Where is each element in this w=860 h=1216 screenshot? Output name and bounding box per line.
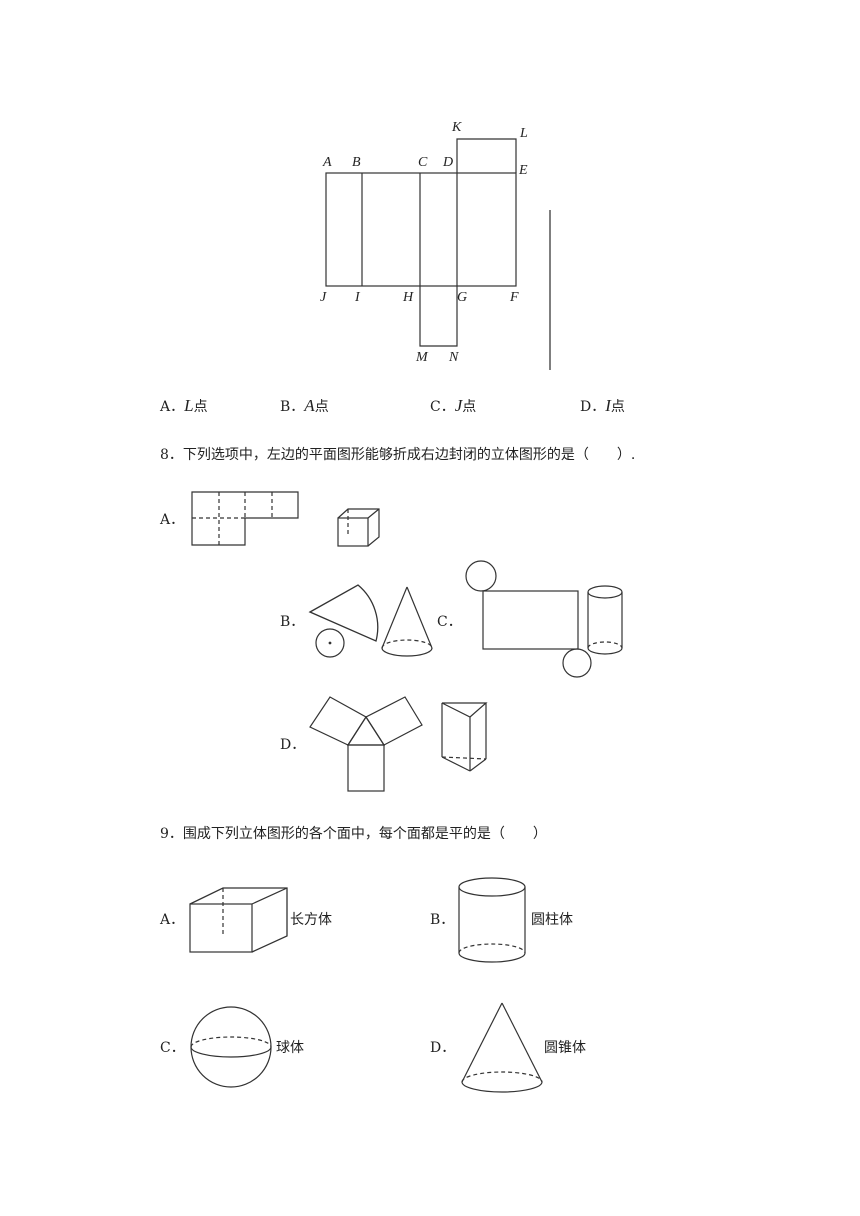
q9-option-a-label[interactable]: A． xyxy=(160,912,185,928)
q7-net-diagram xyxy=(325,138,551,370)
q8-b-cone xyxy=(381,586,433,657)
q8-option-a-label[interactable]: A． xyxy=(160,512,185,528)
q9-cone xyxy=(461,1002,543,1093)
q8-option-b-label[interactable]: B． xyxy=(280,614,305,630)
vertex-label-D: D xyxy=(443,155,454,170)
q7-option-b[interactable]: B．A点 xyxy=(280,396,329,415)
q9-cuboid xyxy=(189,887,288,953)
q8-option-c-label[interactable]: C． xyxy=(437,614,462,630)
vertex-label-K: K xyxy=(452,120,462,135)
q7-option-c[interactable]: C．J点 xyxy=(430,396,477,415)
vertex-label-N: N xyxy=(449,350,459,365)
q7-option-d[interactable]: D．I点 xyxy=(580,396,625,415)
vertex-label-E: E xyxy=(519,163,528,178)
q9-option-b-label[interactable]: B． xyxy=(430,912,455,928)
vertex-label-J: J xyxy=(320,290,327,305)
vertex-label-B: B xyxy=(352,155,361,170)
q9-option-d-label[interactable]: D． xyxy=(430,1040,456,1056)
q8-d-prism xyxy=(441,702,488,772)
q9-option-b-name: 圆柱体 xyxy=(531,912,573,928)
q8-a-cube-net xyxy=(191,491,299,546)
q9-option-d-name: 圆锥体 xyxy=(544,1040,586,1056)
q9-sphere xyxy=(190,1006,272,1088)
q9-option-a-name: 长方体 xyxy=(290,912,332,928)
q8-c-cylinder-net xyxy=(465,560,592,678)
vertex-label-C: C xyxy=(418,155,428,170)
q8-text: 8．下列选项中，左边的平面图形能够折成右边封闭的立体图形的是（ ）. xyxy=(160,447,636,463)
q9-cylinder xyxy=(458,877,526,963)
q8-a-cube xyxy=(337,508,380,547)
q8-d-prism-net xyxy=(309,696,423,792)
q8-c-cylinder xyxy=(587,585,623,655)
vertex-label-L: L xyxy=(520,126,528,141)
q8-option-d-label[interactable]: D． xyxy=(280,737,306,753)
q7-option-a[interactable]: A．L点 xyxy=(160,396,208,415)
q8-b-cone-net xyxy=(308,584,379,658)
vertex-label-A: A xyxy=(323,155,332,170)
vertex-label-M: M xyxy=(416,350,428,365)
q9-option-c-label[interactable]: C． xyxy=(160,1040,185,1056)
vertex-label-H: H xyxy=(403,290,414,305)
q9-text: 9．围成下列立体图形的各个面中，每个面都是平的是（ ） xyxy=(160,826,547,842)
vertex-label-I: I xyxy=(355,290,360,305)
q9-option-c-name: 球体 xyxy=(276,1040,304,1056)
vertex-label-G: G xyxy=(457,290,468,305)
vertex-label-F: F xyxy=(510,290,519,305)
